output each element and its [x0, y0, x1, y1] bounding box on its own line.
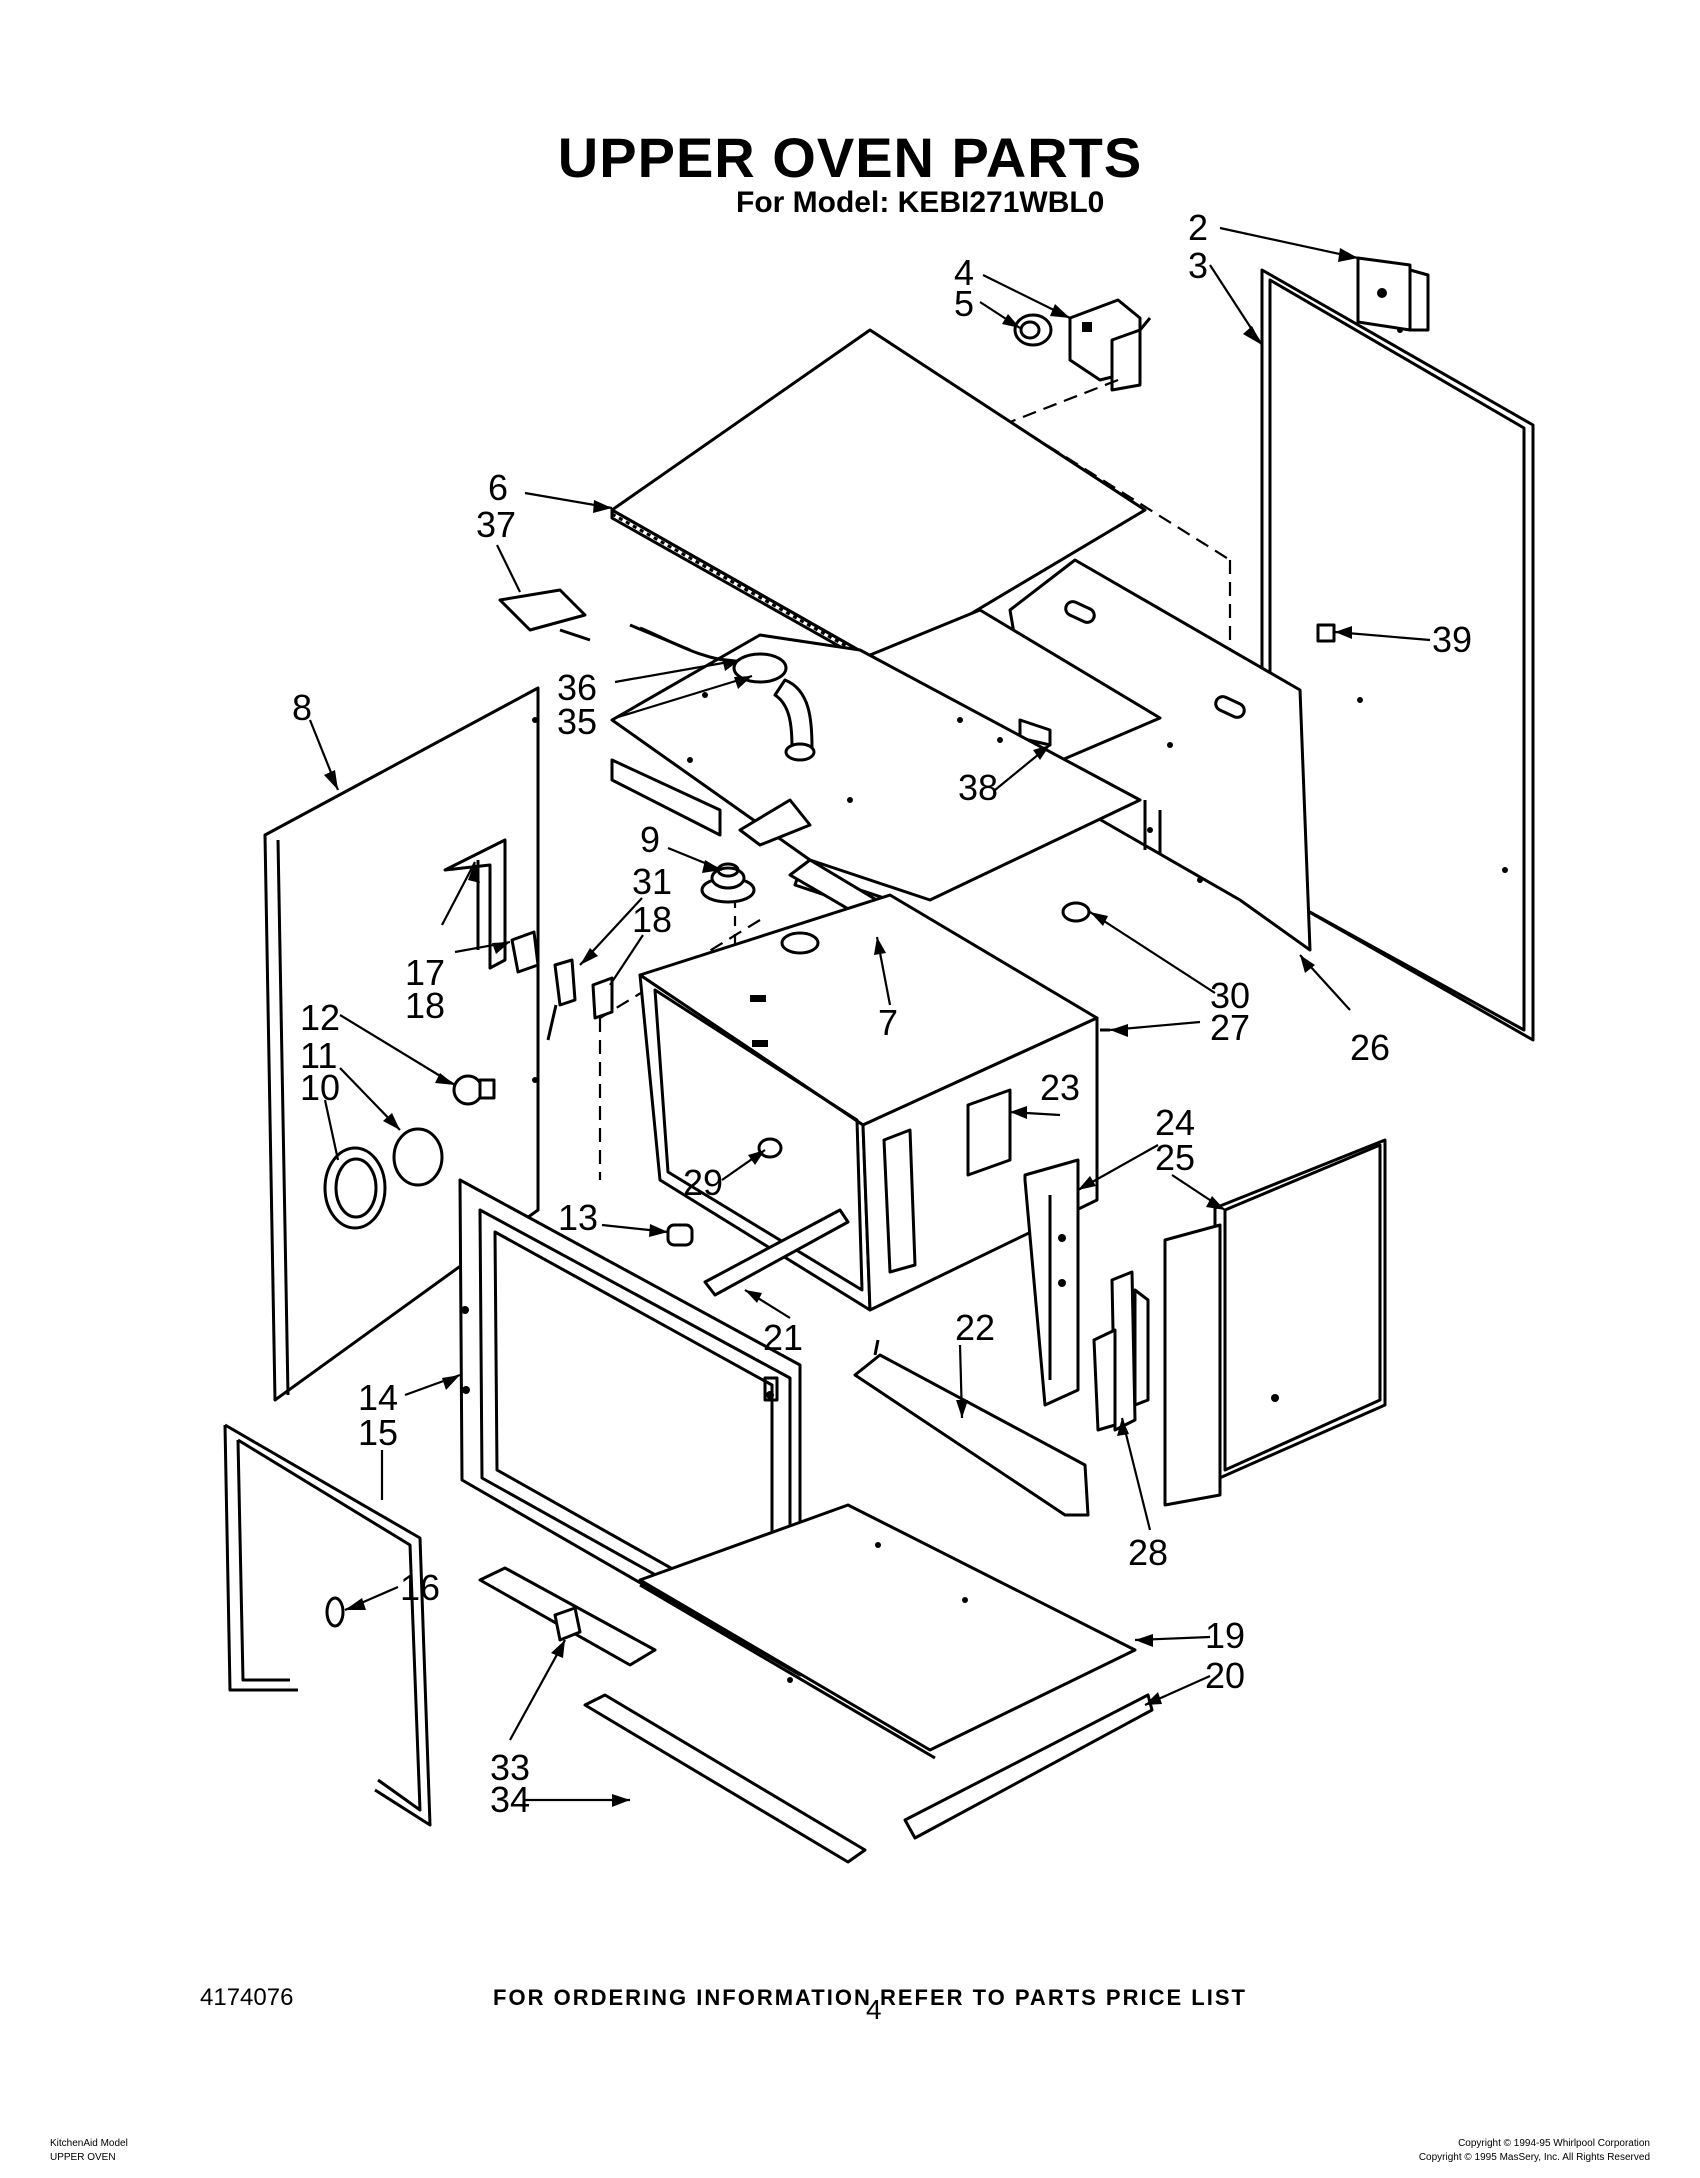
callout-8: 8	[292, 687, 312, 728]
callout-33: 33	[490, 1747, 530, 1788]
part-trim-20	[903, 1693, 1154, 1840]
callout-22: 22	[955, 1307, 995, 1348]
callout-25: 25	[1155, 1137, 1195, 1178]
callout-19: 19	[1205, 1615, 1245, 1656]
footer-copyright-2: Copyright © 1995 MasSery, Inc. All Right…	[1418, 2152, 1650, 2163]
part-bracket-37	[498, 588, 591, 642]
callout-13: 13	[558, 1197, 598, 1238]
part-trim-34	[583, 1693, 867, 1864]
callout-12: 12	[300, 997, 340, 1038]
part-clip-39	[1316, 623, 1336, 643]
ordering-info: FOR ORDERING INFORMATION REFER TO PARTS …	[493, 1985, 1247, 2010]
callout-26: 26	[1350, 1027, 1390, 1068]
callout-6: 6	[488, 467, 508, 508]
part-ring-10	[323, 1146, 387, 1230]
callout-34: 34	[490, 1779, 530, 1820]
callout-9: 9	[640, 819, 660, 860]
part-rail-22	[853, 1339, 1090, 1517]
leader-arrowheads	[324, 248, 1358, 1807]
part-broil-element	[629, 623, 816, 762]
callout-5: 5	[954, 283, 974, 324]
callout-2: 2	[1188, 207, 1208, 248]
callout-36: 36	[557, 667, 597, 708]
callout-7: 7	[878, 1002, 898, 1043]
page-title: UPPER OVEN PARTS	[557, 126, 1143, 189]
callout-21: 21	[763, 1317, 803, 1358]
document-number: 4174076	[200, 1984, 294, 2011]
model-subtitle: For Model: KEBI271WBL0	[736, 186, 1105, 219]
part-vent-33	[478, 1566, 657, 1667]
part-hinge-28	[1092, 1270, 1150, 1432]
callout-20: 20	[1205, 1655, 1245, 1696]
part-bracket-23	[966, 1088, 1012, 1177]
callout-37: 37	[476, 504, 516, 545]
callout-35: 35	[557, 701, 597, 742]
part-switch-31	[546, 958, 577, 1041]
callout-4: 4	[954, 252, 974, 293]
callout-11: 11	[300, 1035, 337, 1076]
part-bracket-24	[1023, 1158, 1080, 1407]
callout-39: 39	[1432, 619, 1472, 660]
part-knob-5	[1013, 313, 1053, 347]
callout-18-left: 18	[405, 985, 445, 1026]
footer-section-line: UPPER OVEN	[50, 2152, 116, 2163]
callout-15: 15	[358, 1412, 398, 1453]
part-plug-29	[757, 1137, 783, 1159]
callout-14: 14	[358, 1377, 398, 1418]
callout-17: 17	[405, 952, 445, 993]
page-number: 4	[866, 1994, 882, 2025]
callout-31: 31	[632, 861, 672, 902]
callout-30: 30	[1210, 975, 1250, 1016]
part-bottom-panel	[638, 1503, 1137, 1760]
callout-29: 29	[683, 1162, 723, 1203]
callout-38: 38	[958, 767, 998, 808]
part-clip-13	[666, 1223, 694, 1247]
callout-labels: 2 3 4 5 6 37 39 36 35 8 38 9 31 18 17 18…	[292, 207, 1472, 1820]
footer-copyright-1: Copyright © 1994-95 Whirlpool Corporatio…	[1458, 2138, 1650, 2149]
part-strip-21	[703, 1208, 850, 1297]
part-sensor-9	[700, 862, 756, 904]
callout-23: 23	[1040, 1067, 1080, 1108]
callout-28: 28	[1128, 1532, 1168, 1573]
part-clip-16	[325, 1596, 345, 1628]
part-plug-30	[1061, 901, 1091, 923]
part-gasket-15	[223, 1423, 432, 1827]
part-bracket-4	[1068, 298, 1152, 392]
part-bracket-18	[510, 930, 614, 1020]
callout-3: 3	[1188, 245, 1208, 286]
part-door-liner	[1163, 1138, 1387, 1507]
callout-10: 10	[300, 1067, 340, 1108]
callout-24: 24	[1155, 1102, 1195, 1143]
callout-18-top: 18	[632, 899, 672, 940]
part-lens-11	[392, 1127, 444, 1187]
part-lamp-12	[452, 1074, 496, 1106]
callout-27: 27	[1210, 1007, 1250, 1048]
callout-16: 16	[400, 1567, 440, 1608]
footer-model-line: KitchenAid Model	[50, 2138, 128, 2149]
part-bracket-2	[1356, 256, 1430, 332]
